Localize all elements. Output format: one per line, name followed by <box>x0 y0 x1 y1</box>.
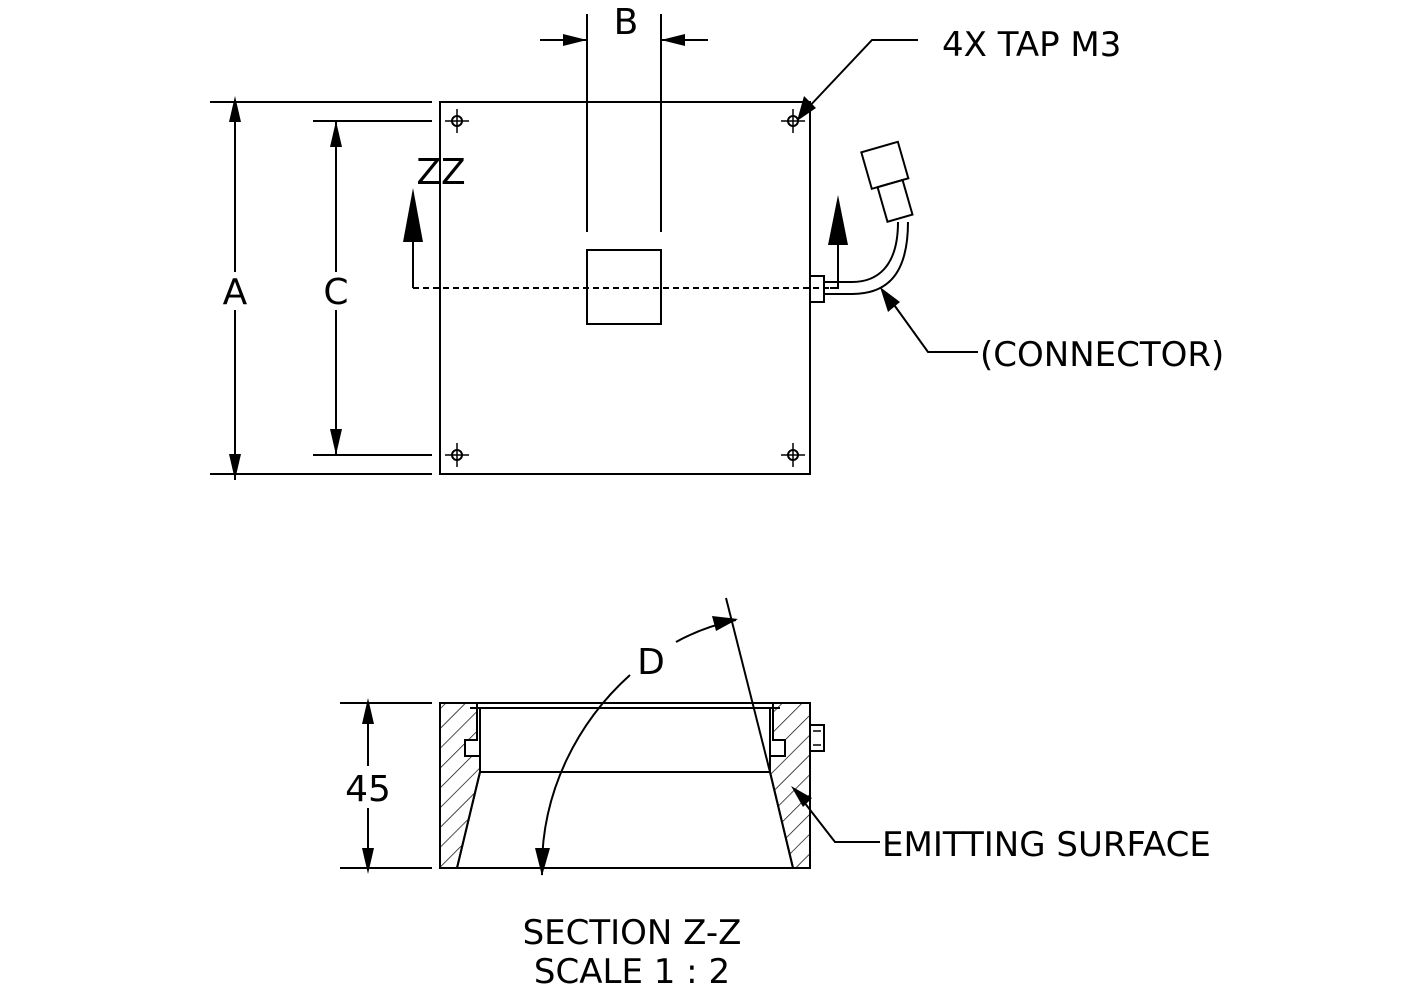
emitting-surface-note: EMITTING SURFACE <box>882 825 1211 865</box>
tap-hole-top-right <box>781 109 805 133</box>
left-wall-hatch <box>439 702 481 869</box>
dim-d-label: D <box>637 642 665 683</box>
section-outline <box>439 702 811 869</box>
section-arrow-right <box>828 195 848 245</box>
section-connector <box>809 724 825 752</box>
top-view: A C ZZ (CONNECTOR) 4X TAP M3 B <box>210 2 1224 480</box>
section-marker-label: ZZ <box>416 152 465 193</box>
scale-note: SCALE 1 : 2 <box>534 952 730 992</box>
tap-note: 4X TAP M3 <box>942 25 1121 65</box>
dim-b-label: B <box>614 2 639 43</box>
dim-height-label: 45 <box>345 769 391 810</box>
right-wall-hatch <box>769 702 811 869</box>
section-title: SECTION Z-Z <box>523 913 742 953</box>
connector-cable <box>824 221 899 283</box>
tap-hole-bottom-right <box>781 443 805 467</box>
dim-c-label: C <box>323 272 348 313</box>
d-angle-reference-line <box>725 597 771 773</box>
connector-plug <box>860 140 914 223</box>
d-angle-arc-lower <box>540 674 631 876</box>
connector-note: (CONNECTOR) <box>980 335 1224 375</box>
tap-hole-top-left <box>445 109 469 133</box>
section-view: 45 D EMITTING SURFACE SECTION Z-Z SCALE … <box>340 597 1211 992</box>
inner-lens <box>479 707 771 773</box>
b-arrow-right <box>661 34 685 46</box>
b-arrow-left <box>563 34 587 46</box>
tap-hole-bottom-left <box>445 443 469 467</box>
dim-a-label: A <box>223 272 248 313</box>
connector-housing <box>809 275 825 303</box>
section-arrow-left <box>403 188 423 242</box>
